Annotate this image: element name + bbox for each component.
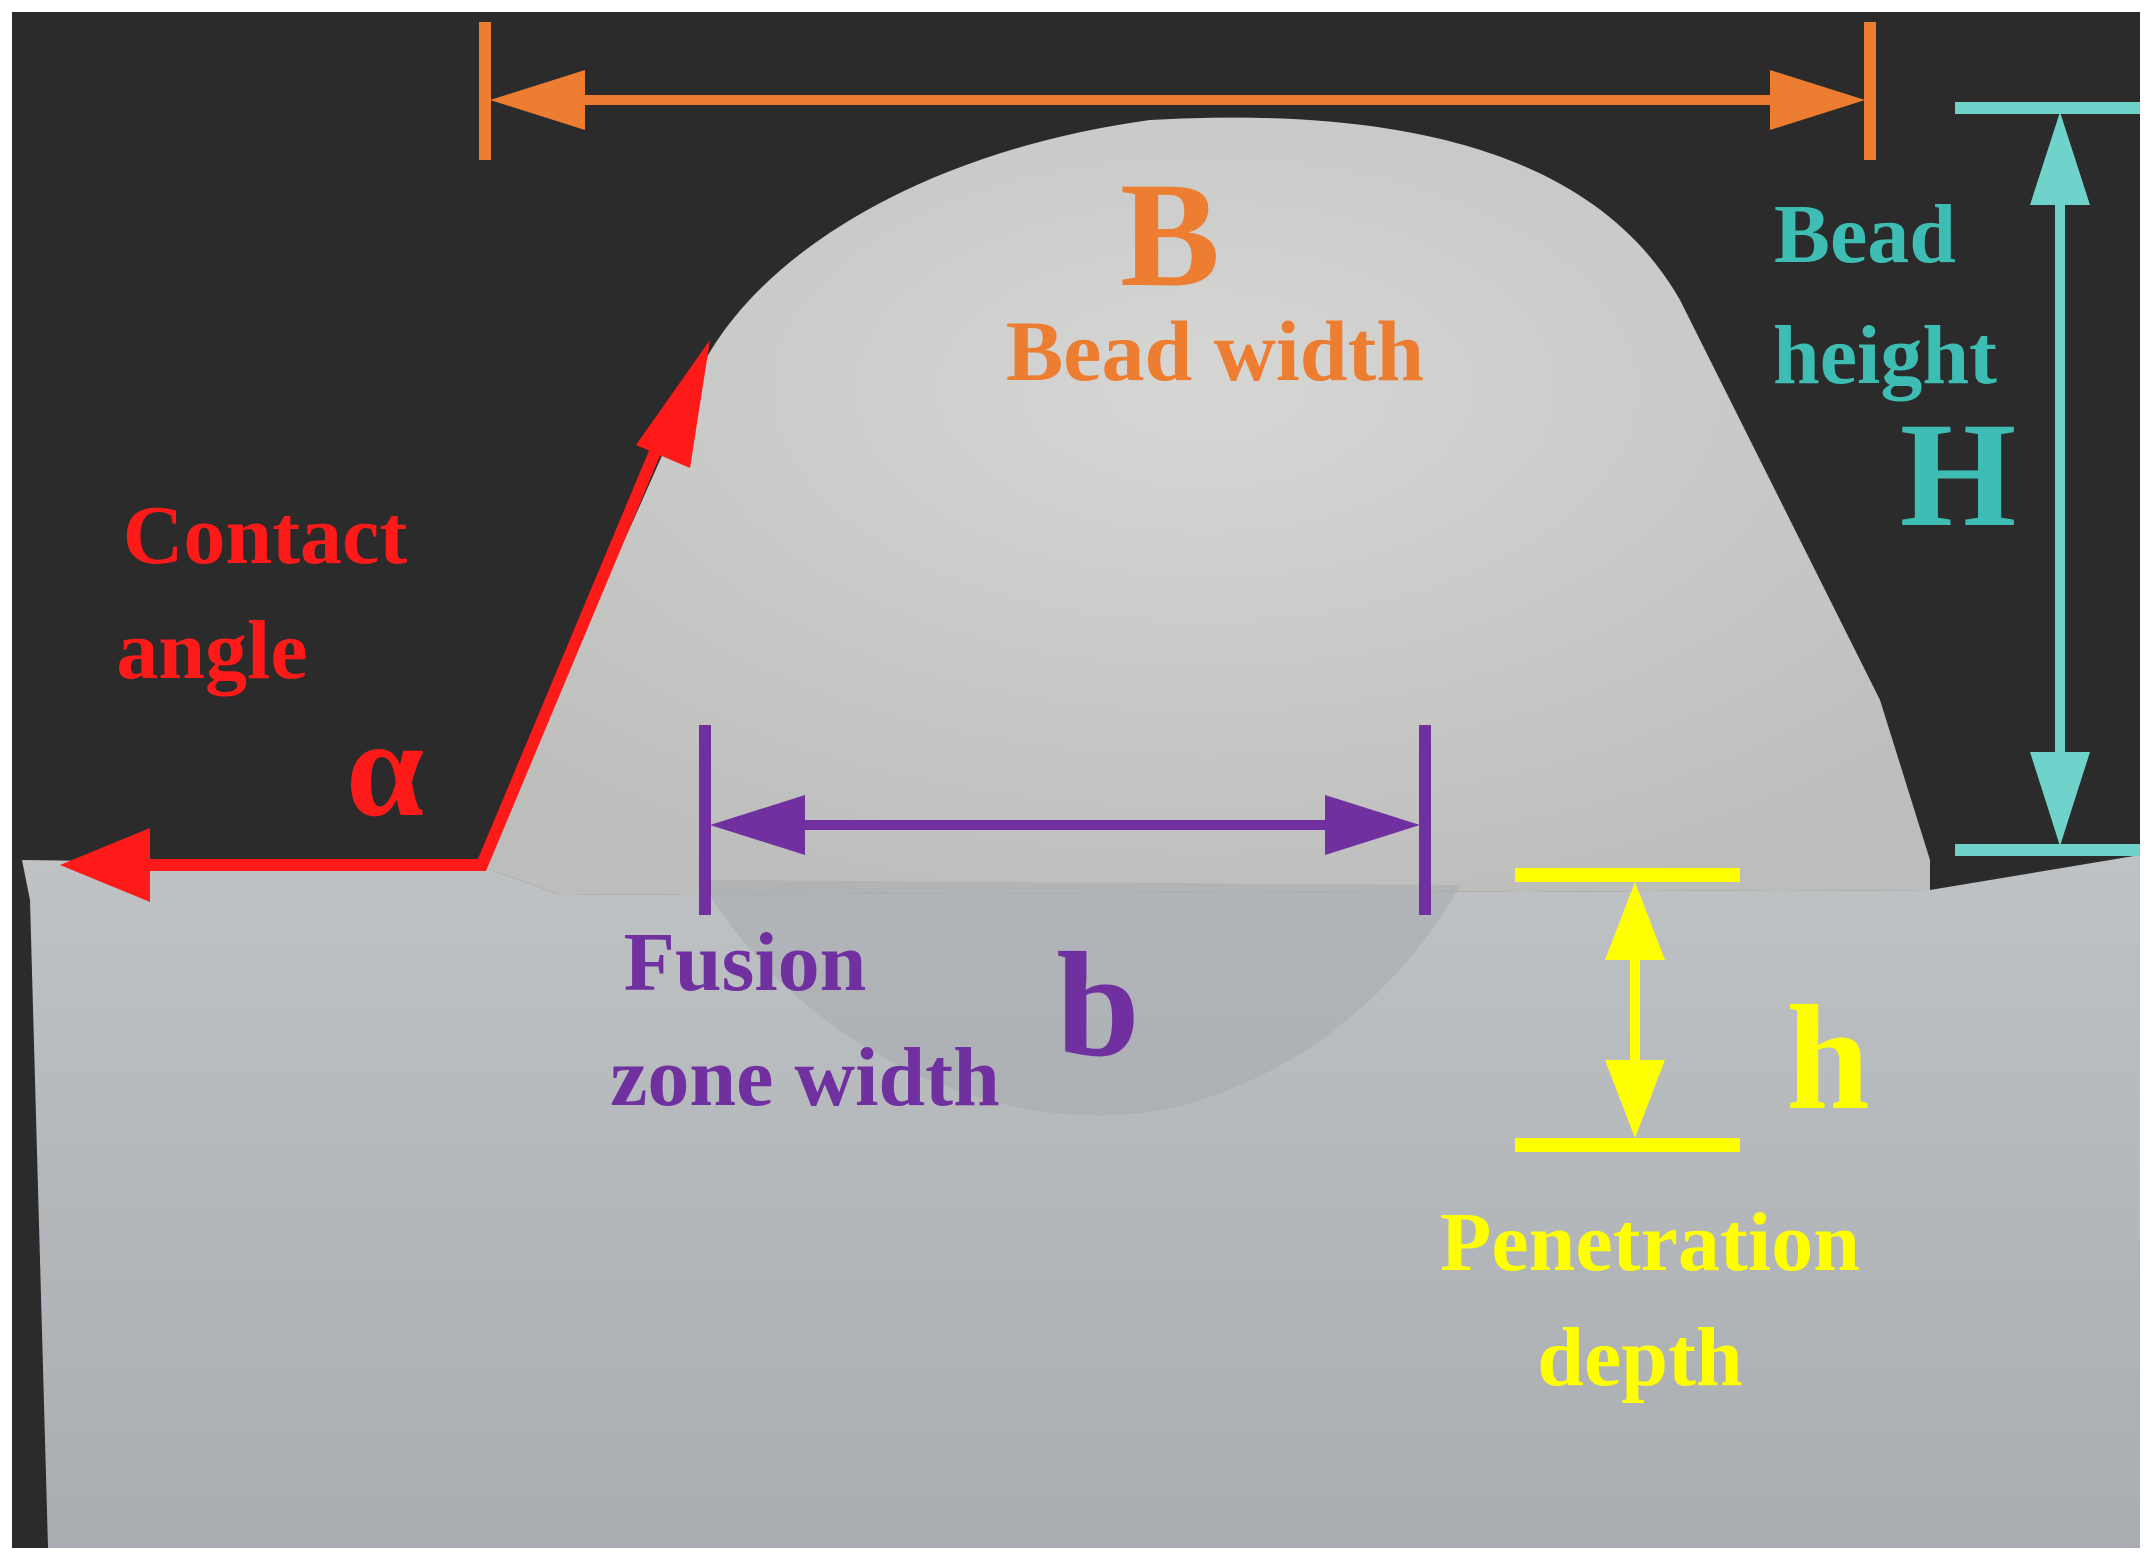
bead-width-dimension — [479, 22, 1876, 160]
contact-angle-label-line2: angle — [116, 604, 307, 697]
contact-angle-lines — [135, 437, 666, 871]
bead-height-dimension — [1955, 102, 2140, 856]
bead-width-label: Bead width — [1006, 303, 1424, 399]
fusion-zone-symbol: b — [1056, 922, 1139, 1088]
contact-angle-horizontal-arrowhead — [60, 828, 150, 902]
fusion-zone-width-dimension — [699, 725, 1431, 915]
bead-height-bottom-arrowhead — [2030, 752, 2090, 846]
fusion-zone-label-line1: Fusion — [624, 916, 867, 1009]
fusion-zone-area — [700, 880, 1460, 1116]
weld-bead — [480, 117, 1930, 895]
bead-width-right-arrowhead — [1770, 70, 1865, 130]
penetration-top-arrowhead — [1605, 882, 1665, 960]
bead-height-symbol: H — [1900, 392, 2017, 558]
bead-height-label-line2: height — [1773, 309, 1997, 402]
bead-height-label-line1: Bead — [1774, 188, 1956, 281]
bead-width-symbol: B — [1120, 152, 1220, 318]
contact-angle-slope-arrowhead — [636, 340, 710, 468]
penetration-depth-dimension — [1515, 868, 1740, 1152]
penetration-label-line2: depth — [1537, 1311, 1742, 1404]
bead-width-left-arrowhead — [490, 70, 585, 130]
contact-angle-symbol: α — [346, 691, 424, 846]
contact-angle-label-line1: Contact — [123, 489, 408, 582]
fusion-zone-label-line2: zone width — [610, 1031, 1000, 1124]
penetration-symbol: h — [1786, 975, 1869, 1141]
fusion-right-arrowhead — [1325, 795, 1420, 855]
penetration-bottom-arrowhead — [1605, 1060, 1665, 1138]
contact-angle-marker — [60, 340, 710, 902]
fusion-left-arrowhead — [710, 795, 805, 855]
penetration-label-line1: Penetration — [1440, 1196, 1860, 1289]
substrate — [22, 855, 2140, 1548]
bead-height-top-arrowhead — [2030, 112, 2090, 205]
